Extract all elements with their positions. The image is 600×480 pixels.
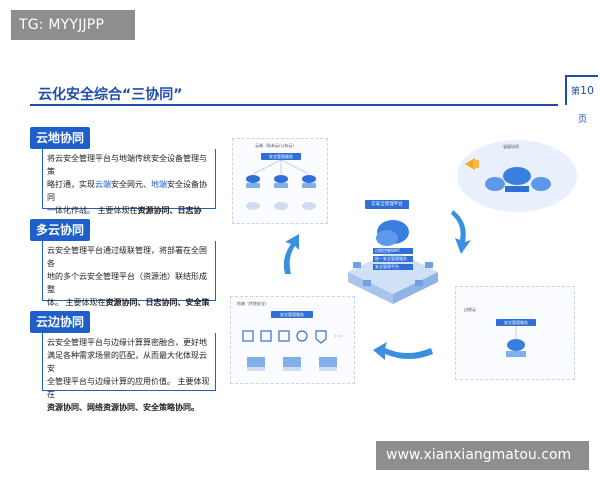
card-line: 资源协同、网络资源协同、安全策略协同。: [47, 401, 211, 414]
ground-panel: 地端（传统安全） 安全管理服务 ···: [230, 296, 355, 384]
cloud-panel: 云端（私有云/公有云） 安全管理服务: [232, 138, 328, 224]
card-line: 满足各种需求场景的匹配，从而最大化体现云安: [47, 349, 211, 375]
center-platform-graphic: [348, 220, 438, 304]
svg-text:···: ···: [334, 332, 342, 341]
edge-panel-chip: 安全管理服务: [496, 319, 536, 326]
page-number: 10: [580, 84, 594, 97]
card-cloud-edge: 云边协同 云安全管理平台与边缘计算算密融合，更好地满足各种需求场景的匹配，从而最…: [30, 311, 216, 412]
title-underline: [30, 104, 558, 106]
body-text: 云安全管理平台与边缘计算算密融合，更好地: [47, 338, 207, 347]
card-multi-cloud: 多云协同 云安全管理平台通过级联管理，将部署在全国各地的多个云安全管理平台（资源…: [30, 219, 216, 333]
body-text: 将云安全管理平台与地端传统安全设备管理与策: [47, 154, 207, 176]
watermark-bottom: www.xianxiangmatou.com: [376, 441, 589, 470]
edge-panel-node: [506, 326, 526, 357]
center-platform-chip: 云安全管理平台: [365, 200, 409, 209]
edge-panel-label: 边缘云: [464, 307, 476, 312]
flow-arrows: [283, 210, 471, 360]
card-line: 云安全管理平台与边缘计算算密融合，更好地: [47, 336, 211, 349]
ground-panel-chip: 安全管理服务: [271, 311, 313, 318]
cloud-panel-nodes: [246, 159, 316, 210]
province-nodes: [465, 158, 551, 192]
card-body: 云安全管理平台与边缘计算算密融合，更好地满足各种需求场景的匹配，从而最大化体现云…: [42, 333, 216, 412]
watermark-top: TG: MYYJJPP: [11, 10, 135, 40]
card-line: 地的多个云安全管理平台（资源池）联结形成整: [47, 270, 211, 296]
card-line: 将云安全管理平台与地端传统安全设备管理与策: [47, 152, 211, 178]
edge-panel: 边缘云 安全管理服务: [455, 286, 575, 380]
collaboration-diagram: 云端（私有云/公有云） 安全管理服务 云安全管理平台 边缘控制WAF 统一安全管…: [225, 126, 590, 392]
card-heading: 云边协同: [30, 311, 91, 333]
highlight-text: 地端: [151, 180, 167, 189]
body-text: 安全网元、: [111, 180, 151, 189]
card-heading: 云地协同: [30, 127, 91, 149]
card-line: 全管理平台与边缘计算的应用价值。 主要体现在: [47, 375, 211, 401]
body-text: 云安全管理平台通过级联管理，将部署在全国各: [47, 246, 207, 268]
cloud-panel-label: 云端（私有云/公有云）: [255, 143, 297, 148]
center-layer-2: 统一安全管理服务: [375, 256, 407, 261]
center-layer-3: 安全管理平台: [375, 264, 399, 269]
card-heading: 多云协同: [30, 219, 91, 241]
card-line: 略打通，实现云端安全网元、地端安全设备协同: [47, 178, 211, 204]
body-text: 全管理平台与边缘计算的应用价值。 主要体现在: [47, 377, 210, 399]
highlight-text: 云端: [95, 180, 111, 189]
province-label: 省级协同: [503, 144, 519, 149]
card-body: 将云安全管理平台与地端传统安全设备管理与策略打通，实现云端安全网元、地端安全设备…: [42, 149, 216, 241]
card-line: 云安全管理平台通过级联管理，将部署在全国各: [47, 244, 211, 270]
body-text: 安全设备协同: [47, 180, 207, 202]
page-title: 云化安全综合“三协同”: [38, 87, 183, 103]
center-layer-1: 边缘控制WAF: [375, 248, 400, 253]
emphasis-text: 资源协同、网络资源协同、安全策略协同。: [47, 403, 199, 412]
cloud-panel-chip: 安全管理服务: [261, 153, 301, 160]
card-body: 云安全管理平台通过级联管理，将部署在全国各地的多个云安全管理平台（资源池）联结形…: [42, 241, 216, 333]
ground-panel-label: 地端（传统安全）: [237, 301, 269, 306]
ground-panel-devices: ···: [242, 330, 342, 371]
body-text: 略打通，实现: [47, 180, 95, 189]
body-text: 体。 主要体现在: [47, 298, 106, 307]
body-text: 地的多个云安全管理平台（资源池）联结形成整: [47, 272, 207, 294]
body-text: 一体化作战。 主要体现在: [47, 206, 138, 215]
card-cloud-ground: 云地协同 将云安全管理平台与地端传统安全设备管理与策略打通，实现云端安全网元、地…: [30, 127, 216, 241]
body-text: 满足各种需求场景的匹配，从而最大化体现云安: [47, 351, 207, 373]
page-number-badge: 第10页: [565, 75, 598, 125]
